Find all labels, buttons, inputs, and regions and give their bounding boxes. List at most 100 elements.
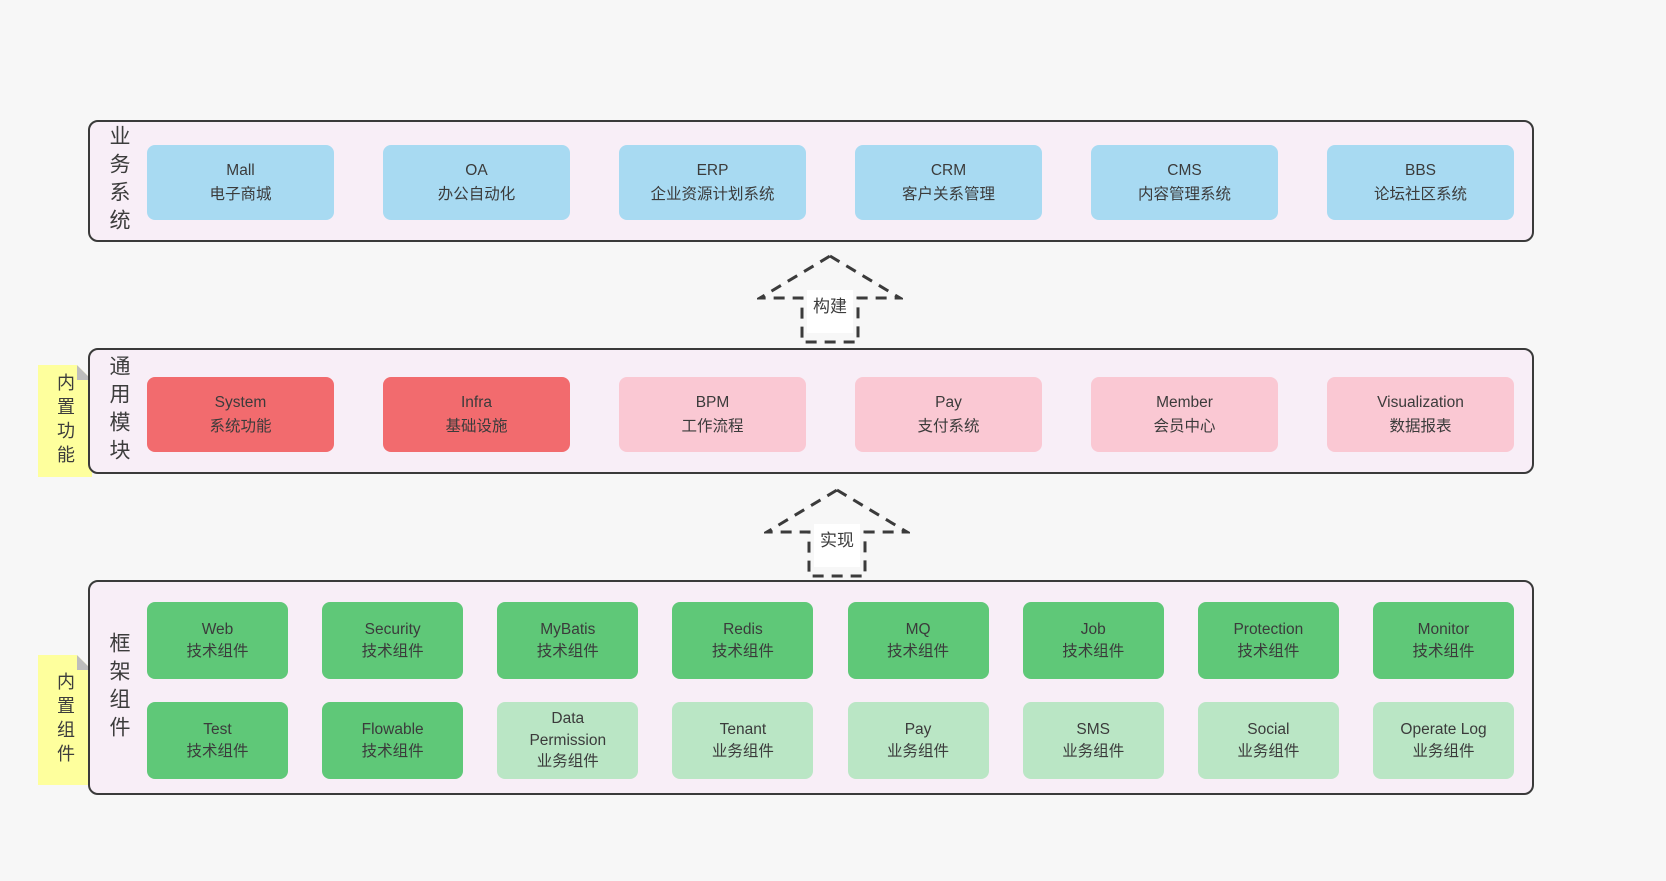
box-job: Job 技术组件 [1022,602,1164,679]
box-bpm: BPM 工作流程 [619,377,806,452]
sticky-note-label: 内置功能 [55,373,75,469]
box-title: OA [465,162,488,180]
box-redis: Redis 技术组件 [672,602,814,679]
box-test: Test 技术组件 [147,702,288,779]
box-monitor: Monitor 技术组件 [1372,602,1514,679]
box-title: MyBatis [540,620,596,638]
box-subtitle: 技术组件 [711,642,774,660]
box-subtitle: 技术组件 [1237,642,1300,660]
box-tenant: Tenant 业务组件 [672,702,814,779]
box-title: Protection [1233,620,1304,638]
framework-components-row-1: Web 技术组件 Security 技术组件 MyBatis 技术组件 Redi… [147,602,1514,679]
box-member: Member 会员中心 [1091,377,1278,452]
box-title: Job [1080,620,1106,638]
section-business-systems: 业务系统 Mall 电子商城 OA 办公自动化 ERP 企业资源计划系统 CRM… [88,120,1534,242]
box-subtitle: 工作流程 [681,417,744,435]
arrow-build: 构建 [757,253,903,345]
framework-components-row-2: Test 技术组件 Flowable 技术组件 Data Permission … [147,702,1514,779]
box-pay-component: Pay 业务组件 [847,702,989,779]
box-system: System 系统功能 [147,377,334,452]
box-protection: Protection 技术组件 [1197,602,1339,679]
up-arrow-icon [757,254,903,344]
box-title: Visualization [1377,394,1464,412]
box-title: CRM [930,162,967,180]
box-social: Social 业务组件 [1197,702,1339,779]
box-title: BBS [1404,162,1436,180]
box-subtitle: 业务组件 [1412,742,1475,760]
box-subtitle: 技术组件 [1412,642,1475,660]
box-cms: CMS 内容管理系统 [1091,145,1278,220]
box-subtitle: 技术组件 [887,642,950,660]
box-data-permission: Data Permission 业务组件 [497,702,639,779]
box-subtitle: 技术组件 [536,642,599,660]
sticky-note-label: 内置组件 [55,672,75,768]
box-title: SMS [1076,720,1110,738]
box-title: Security [364,620,421,638]
box-subtitle: 技术组件 [1062,642,1125,660]
box-subtitle: 客户关系管理 [901,185,995,203]
box-mq: MQ 技术组件 [847,602,989,679]
arrow-build-label: 构建 [807,290,853,333]
box-visualization: Visualization 数据报表 [1327,377,1514,452]
box-title: Web [201,620,234,638]
common-modules-row: System 系统功能 Infra 基础设施 BPM 工作流程 Pay 支付系统… [147,377,1514,452]
box-subtitle: 电子商城 [209,185,272,203]
box-subtitle: 技术组件 [361,642,424,660]
box-title: Social [1247,720,1290,738]
section-label-common-modules: 通用模块 [107,355,130,467]
box-infra: Infra 基础设施 [383,377,570,452]
box-pay: Pay 支付系统 [855,377,1042,452]
box-operate-log: Operate Log 业务组件 [1372,702,1514,779]
box-title: Test [203,720,232,738]
box-subtitle: 技术组件 [361,742,424,760]
box-title: Mall [226,162,255,180]
box-title: System [214,394,267,412]
box-subtitle: 企业资源计划系统 [650,185,775,203]
box-title: CMS [1167,162,1202,180]
box-mybatis: MyBatis 技术组件 [497,602,639,679]
box-subtitle: 数据报表 [1389,417,1452,435]
arrow-implement-label: 实现 [814,524,860,567]
section-common-modules: 通用模块 System 系统功能 Infra 基础设施 BPM 工作流程 Pay… [88,348,1534,474]
box-erp: ERP 企业资源计划系统 [619,145,806,220]
box-title: Pay [904,720,932,738]
box-sms: SMS 业务组件 [1022,702,1164,779]
section-framework-components: 框架组件 Web 技术组件 Security 技术组件 MyBatis 技术组件… [88,580,1534,795]
box-title: Tenant [719,720,767,738]
box-title: ERP [696,162,729,180]
section-label-business-systems: 业务系统 [107,125,130,237]
box-web: Web 技术组件 [147,602,288,679]
box-subtitle: 技术组件 [186,642,249,660]
sticky-note-builtin-features: 内置功能 [38,365,92,477]
box-subtitle: 业务组件 [711,742,774,760]
box-mall: Mall 电子商城 [147,145,334,220]
box-title: Redis [723,620,763,638]
box-title: Infra [460,394,492,412]
box-subtitle: 办公自动化 [437,185,516,203]
box-title: MQ [905,620,931,638]
box-subtitle: 基础设施 [445,417,508,435]
box-subtitle: 会员中心 [1153,417,1216,435]
box-title: Pay [935,394,962,412]
box-subtitle: 业务组件 [1062,742,1125,760]
box-subtitle: 技术组件 [186,742,249,760]
box-title: Monitor [1417,620,1470,638]
box-crm: CRM 客户关系管理 [855,145,1042,220]
arrow-implement: 实现 [764,487,910,579]
up-arrow-icon [764,488,910,578]
box-subtitle: 系统功能 [209,417,272,435]
box-subtitle: 业务组件 [887,742,950,760]
box-title: BPM [695,394,730,412]
box-security: Security 技术组件 [322,602,464,679]
box-bbs: BBS 论坛社区系统 [1327,145,1514,220]
box-title: Member [1156,394,1213,412]
box-flowable: Flowable 技术组件 [322,702,464,779]
business-systems-row: Mall 电子商城 OA 办公自动化 ERP 企业资源计划系统 CRM 客户关系… [147,145,1514,220]
box-subtitle: 内容管理系统 [1137,185,1231,203]
sticky-note-builtin-components: 内置组件 [38,655,92,785]
section-label-framework-components: 框架组件 [107,631,130,744]
box-title: Operate Log [1400,720,1487,738]
box-oa: OA 办公自动化 [383,145,570,220]
box-subtitle: 支付系统 [917,417,980,435]
box-subtitle: 业务组件 [536,753,599,771]
